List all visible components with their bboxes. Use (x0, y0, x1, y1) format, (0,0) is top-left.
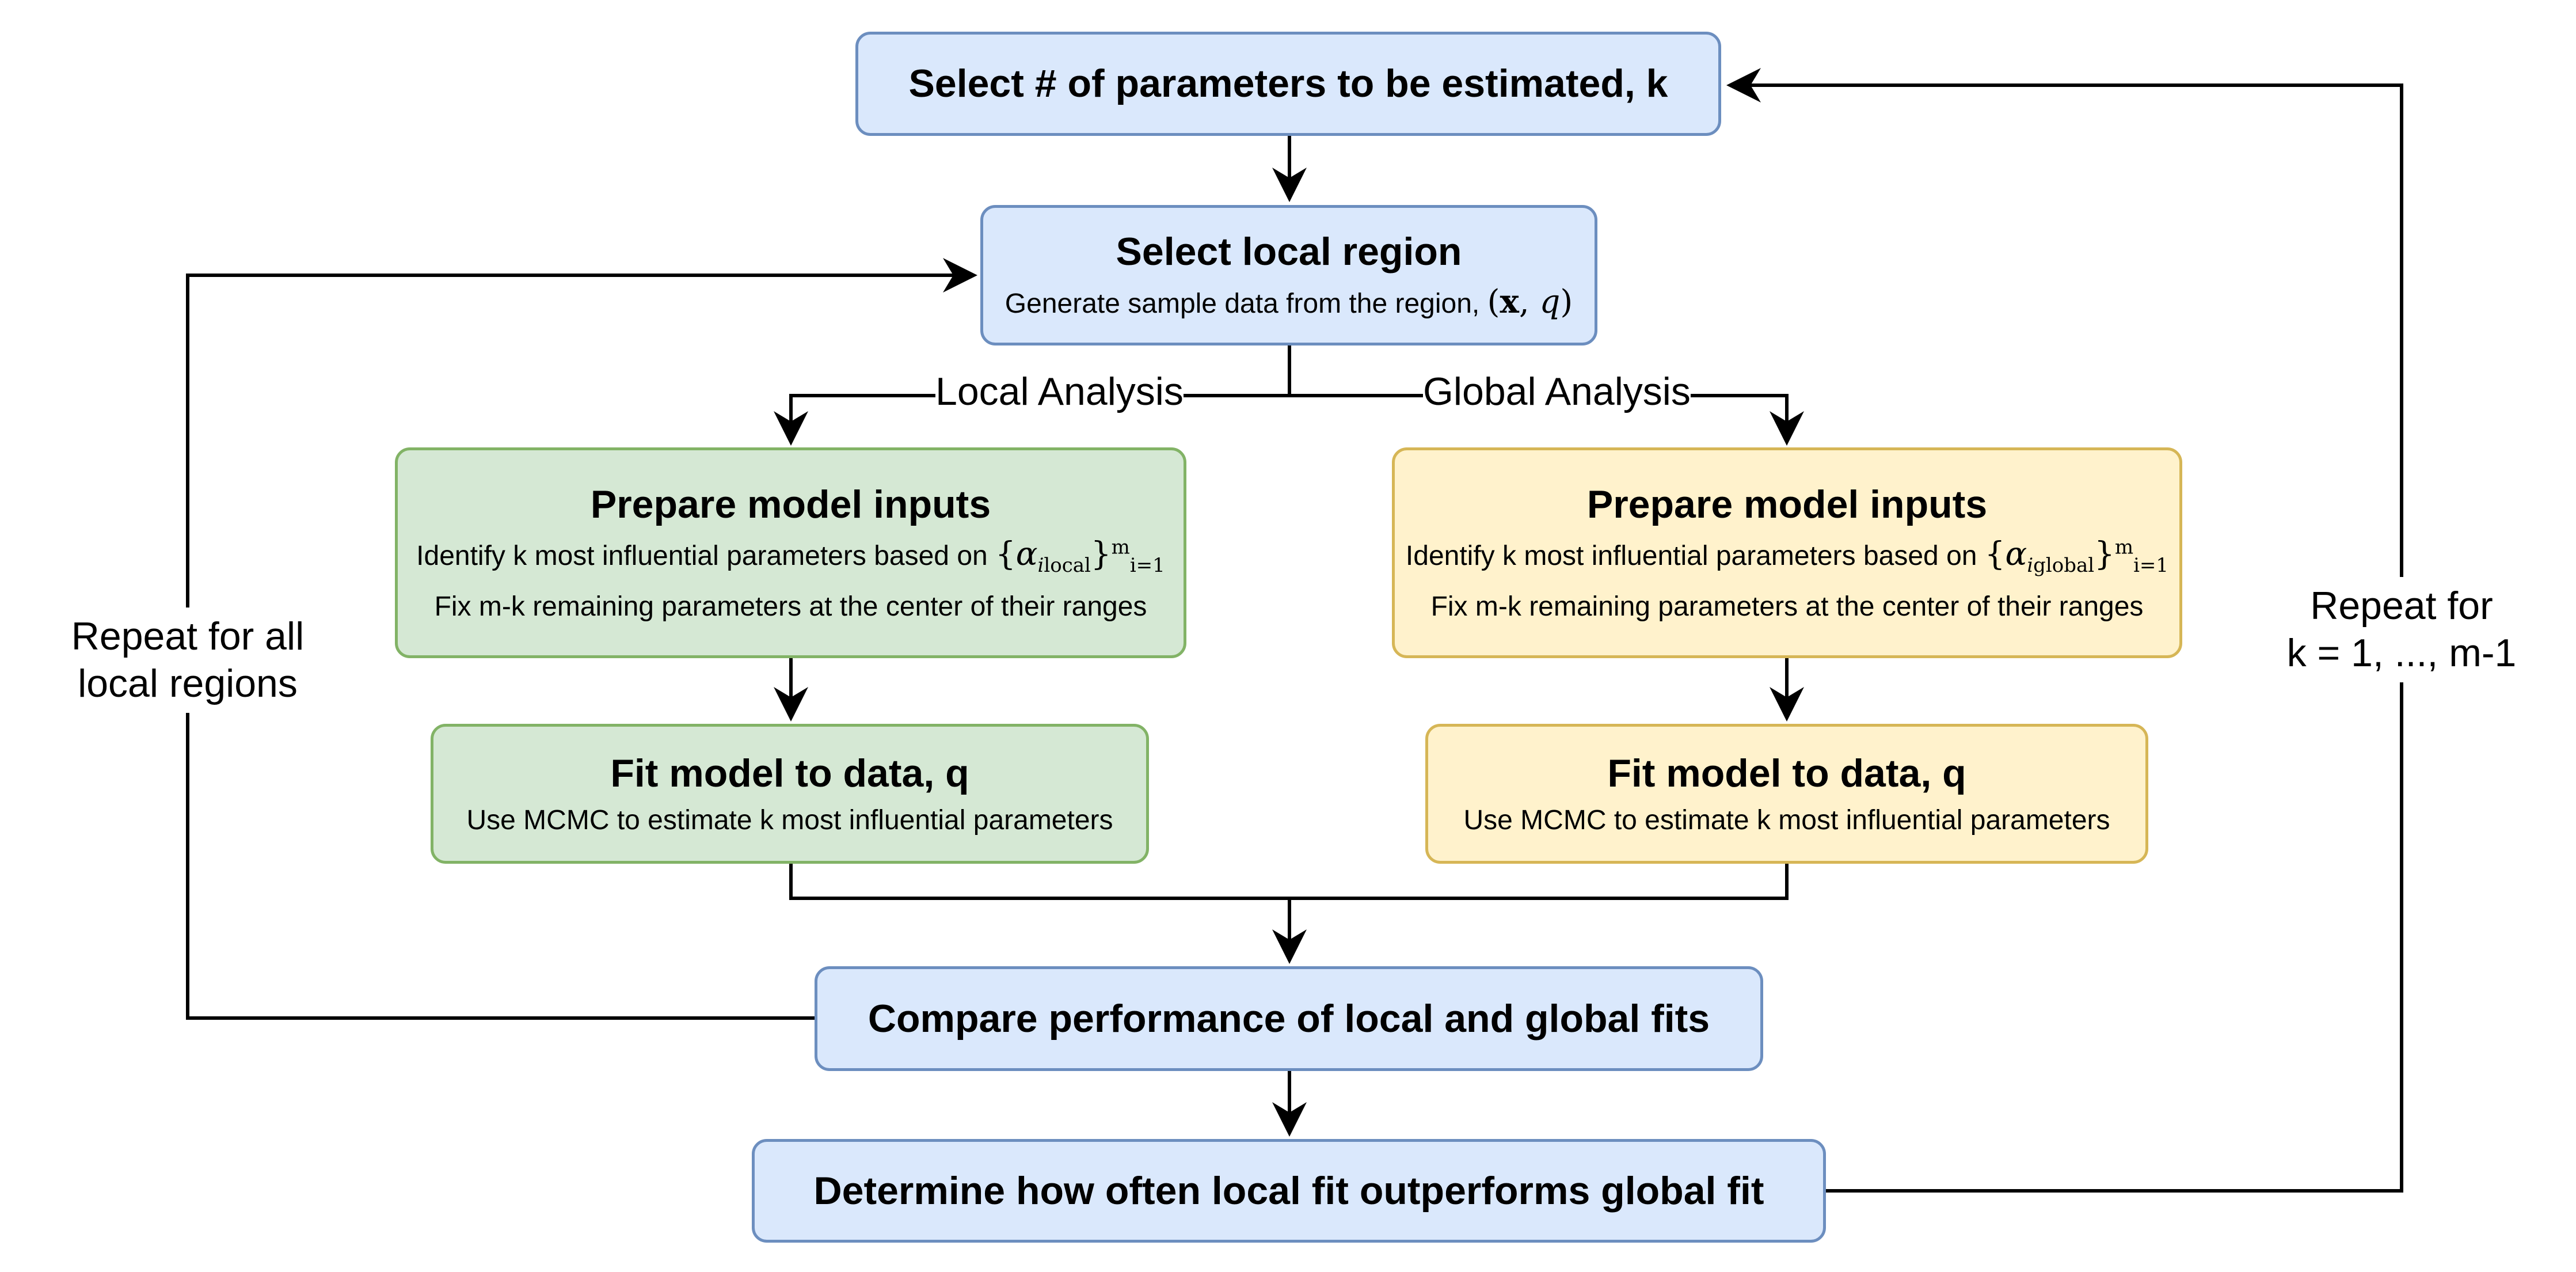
prepare-global-line1: Identify k most influential parameters b… (1406, 535, 2168, 578)
global-alpha-sub: i=1 (2133, 554, 2169, 578)
edge-label-global-analysis: Global Analysis (1423, 369, 1691, 416)
repeat-k-line-2: k = 1, ..., m-1 (2286, 631, 2517, 675)
fit-local-subtitle: Use MCMC to estimate k most influential … (466, 804, 1113, 836)
node-prepare-local: Prepare model inputs Identify k most inf… (395, 447, 1186, 658)
sample-data-math: (x, q) (1487, 282, 1573, 321)
prepare-local-title: Prepare model inputs (590, 483, 991, 527)
select-region-subtitle: Generate sample data from the region, (x… (1005, 283, 1573, 321)
prepare-global-title: Prepare model inputs (1586, 483, 1988, 527)
node-select-region: Select local region Generate sample data… (980, 205, 1597, 345)
local-alpha-math: {αilocal}mi=1 (995, 536, 1165, 578)
local-alpha-symbol: α (1015, 536, 1038, 574)
node-fit-global: Fit model to data, q Use MCMC to estimat… (1425, 724, 2148, 864)
global-alpha-symbol: α (2005, 536, 2027, 574)
repeat-k-line-1: Repeat for (2310, 584, 2493, 628)
global-alpha-sup: m (2114, 536, 2134, 559)
node-select-k: Select # of parameters to be estimated, … (855, 32, 1721, 136)
node-fit-local: Fit model to data, q Use MCMC to estimat… (431, 724, 1149, 864)
fit-global-title: Fit model to data, q (1607, 751, 1966, 795)
select-region-title: Select local region (1116, 230, 1462, 274)
edge-label-repeat-k: Repeat for k = 1, ..., m-1 (2280, 577, 2524, 683)
prepare-global-line2: Fix m-k remaining parameters at the cent… (1430, 591, 2144, 622)
global-alpha-math: {αiglobal}mi=1 (1984, 536, 2169, 578)
local-alpha-sup: m (1111, 536, 1130, 559)
edge-fit-local-merge (789, 864, 1289, 900)
prepare-global-line1-text: Identify k most influential parameters b… (1405, 541, 1977, 572)
prepare-local-line2: Fix m-k remaining parameters at the cent… (434, 591, 1147, 622)
determine-title: Determine how often local fit outperform… (813, 1168, 1764, 1213)
compare-title: Compare performance of local and global … (867, 996, 1710, 1041)
node-prepare-global: Prepare model inputs Identify k most inf… (1392, 447, 2182, 658)
edge-label-local-analysis: Local Analysis (935, 369, 1184, 416)
select-region-subtitle-text: Generate sample data from the region, (1004, 288, 1480, 319)
local-alpha-scope: local (1044, 554, 1091, 578)
select-k-title: Select # of parameters to be estimated, … (908, 62, 1668, 106)
repeat-regions-line-2: local regions (78, 661, 298, 705)
edge-fit-global-merge (1289, 864, 1789, 900)
node-compare-fits: Compare performance of local and global … (815, 966, 1763, 1071)
prepare-local-line1: Identify k most influential parameters b… (416, 535, 1165, 578)
edge-label-repeat-local-regions: Repeat for all local regions (54, 607, 321, 713)
global-alpha-scope: global (2033, 554, 2095, 578)
local-alpha-sub: i=1 (1129, 554, 1165, 578)
global-alpha-index: i (2027, 554, 2034, 578)
fit-global-subtitle: Use MCMC to estimate k most influential … (1463, 804, 2110, 836)
node-determine: Determine how often local fit outperform… (752, 1139, 1826, 1243)
local-alpha-index: i (1037, 554, 1044, 578)
prepare-local-line1-text: Identify k most influential parameters b… (416, 541, 988, 572)
fit-local-title: Fit model to data, q (610, 751, 969, 795)
repeat-regions-line-1: Repeat for all (71, 614, 305, 658)
